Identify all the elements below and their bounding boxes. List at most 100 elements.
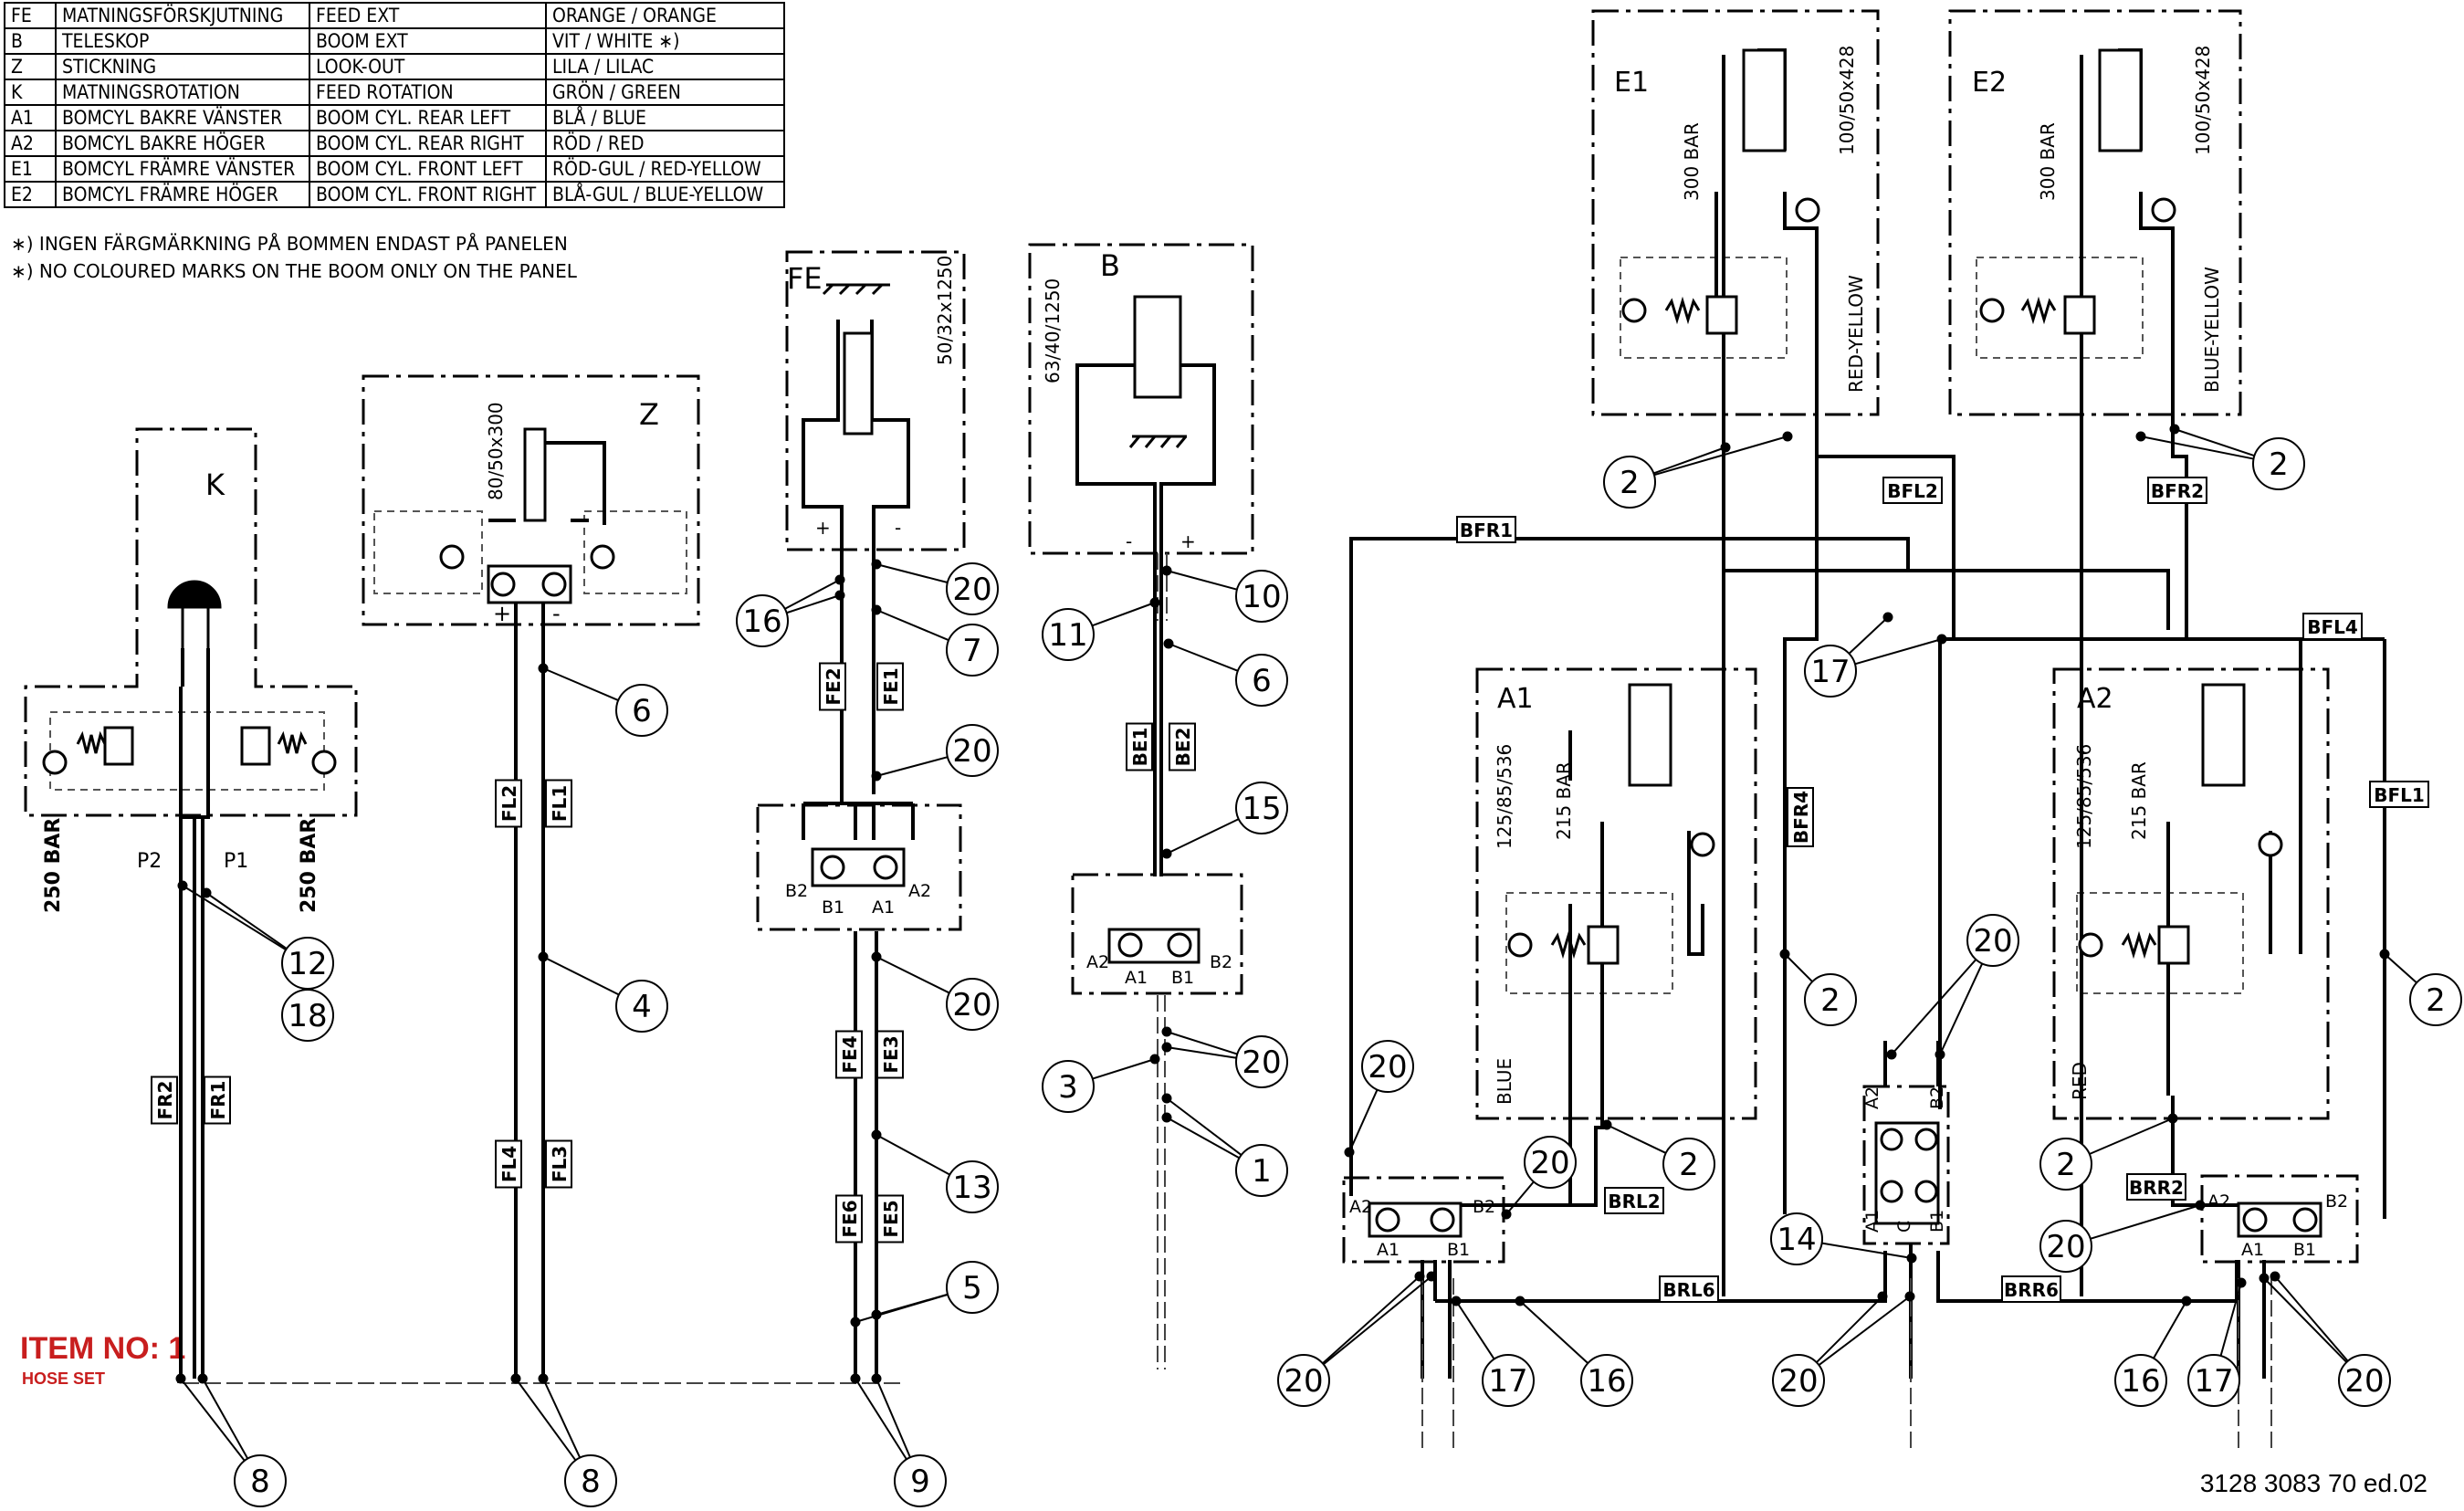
hose-label-text: FR2 — [154, 1081, 176, 1120]
callout-leader — [1323, 1275, 1432, 1366]
callout-dot — [2195, 1200, 2206, 1211]
hose-label-box — [2302, 613, 2363, 640]
callout-dot — [2169, 424, 2180, 435]
hose-label-box — [876, 662, 904, 711]
color-label: BLUE-YELLOW — [2201, 267, 2223, 393]
callout-bubble: 5 — [850, 1261, 999, 1327]
hose-label-text: BFR2 — [2151, 480, 2204, 502]
hose-label: FL2 — [495, 779, 522, 828]
hose-label-box — [876, 1030, 904, 1079]
callout-bubble: 7 — [871, 604, 999, 677]
hose-label-box — [2369, 781, 2429, 808]
hose-label-text: BRL6 — [1662, 1279, 1714, 1301]
callout-leader — [1166, 1031, 1238, 1055]
callout-dot — [1904, 1291, 1915, 1302]
callout-number: 5 — [962, 1270, 982, 1306]
cylinder-spec: 100/50x428 — [1836, 46, 1858, 155]
legend-cell-code: E2 — [4, 181, 57, 208]
callout-dot — [2181, 1296, 2192, 1306]
callout-bubble: 6 — [1163, 638, 1288, 707]
callout-leader — [202, 1378, 249, 1460]
callout-circle — [946, 624, 999, 677]
callout-number: 2 — [2056, 1147, 2076, 1183]
legend-cell-en: LOOK-OUT — [309, 53, 547, 80]
callout-leader — [1092, 1058, 1156, 1080]
callout-dot — [177, 880, 188, 891]
port-label: B2 — [2325, 1191, 2348, 1212]
hose-label-text: FL3 — [549, 1146, 571, 1182]
callout-bubble: 2 — [2039, 1113, 2178, 1191]
callout-number: 8 — [581, 1464, 601, 1500]
hose-label-box — [1456, 516, 1516, 543]
callout-number: 20 — [1284, 1363, 1323, 1400]
legend-cell-code: A1 — [4, 104, 57, 131]
callout-bubble: 17 — [2187, 1277, 2247, 1407]
legend-cell-color: LILA / LILAC — [545, 53, 785, 80]
callout-number: 10 — [1242, 579, 1281, 615]
callout-dot — [1426, 1271, 1437, 1282]
callout-leader — [786, 594, 841, 614]
callout-bubble: 20 — [1772, 1291, 1915, 1407]
callout-circle — [1235, 1144, 1288, 1197]
callout-bubble: 20 — [1344, 1040, 1414, 1158]
unit-name-E1: E1 — [1614, 67, 1649, 99]
hose-label-text: FE2 — [823, 667, 844, 705]
callout-number: 20 — [1778, 1363, 1818, 1400]
callout-bubble: 16 — [2114, 1296, 2192, 1407]
hose-label-box — [876, 1194, 904, 1243]
port-label: A1 — [872, 897, 895, 918]
callout-leader — [1166, 1117, 1241, 1159]
callout-number: 18 — [288, 998, 327, 1034]
callout-number: 16 — [742, 603, 781, 640]
callout-bubble: 18 — [281, 989, 334, 1042]
callout-circle — [2338, 1354, 2391, 1407]
callout-dot — [1720, 442, 1731, 453]
hose-label: FL4 — [495, 1139, 522, 1189]
callout-leader — [542, 667, 619, 701]
port-label: B1 — [822, 897, 844, 918]
legend-cell-sv: BOMCYL BAKRE VÄNSTER — [55, 104, 310, 131]
callout-leader — [876, 756, 949, 777]
callout-circle — [1042, 1060, 1095, 1113]
item-sub-label: HOSE SET — [22, 1369, 106, 1388]
callout-circle — [2409, 973, 2462, 1026]
hose-label-text: FE6 — [839, 1200, 861, 1237]
callout-dot — [1161, 1026, 1172, 1037]
hose-label: BFL2 — [1882, 477, 1943, 504]
callout-dot — [871, 1373, 882, 1384]
callout-dot — [1414, 1271, 1425, 1282]
callout-number: 2 — [2269, 446, 2289, 483]
callout-circle — [1235, 1035, 1288, 1088]
callout-leader — [1168, 643, 1239, 672]
callout-circle — [564, 1454, 617, 1507]
callout-number: 11 — [1048, 617, 1087, 654]
boundary-E1 — [1591, 9, 1880, 416]
callout-leader — [205, 892, 288, 950]
callout-dot — [871, 1129, 882, 1140]
callout-dot — [2135, 431, 2146, 442]
pressure-label: 300 BAR — [1681, 122, 1703, 201]
callout-number: 6 — [632, 693, 652, 729]
callout-dot — [1515, 1296, 1526, 1306]
hose-label: BRL6 — [1659, 1275, 1719, 1303]
callout-leader — [2090, 1204, 2201, 1240]
callout-leader — [2263, 1277, 2348, 1363]
callout-bubble: 20 — [2259, 1271, 2391, 1407]
pressure-label: 215 BAR — [2128, 761, 2150, 840]
hose-label: BRL2 — [1604, 1187, 1664, 1214]
callout-dot — [1161, 1112, 1172, 1123]
hose-label-text: BFL2 — [1887, 480, 1938, 502]
callout-leader — [1848, 616, 1889, 655]
callout-number: 20 — [952, 733, 991, 770]
callout-dot — [197, 1373, 208, 1384]
callout-dot — [1877, 1291, 1888, 1302]
callout-number: 12 — [288, 946, 327, 982]
legend-cell-en: BOOM CYL. REAR LEFT — [309, 104, 547, 131]
callout-number: 20 — [1530, 1145, 1569, 1181]
relief-valves — [76, 295, 2190, 965]
callout-circle — [1042, 608, 1095, 661]
